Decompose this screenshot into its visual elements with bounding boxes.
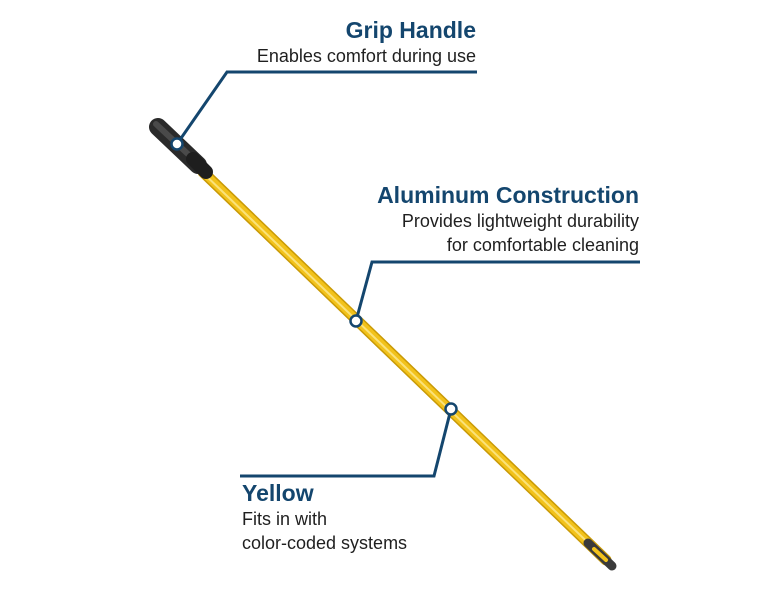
yellow-title: Yellow [242, 480, 314, 506]
grip-marker [170, 137, 184, 151]
aluminum-marker [349, 314, 363, 328]
leader-lines [175, 70, 640, 478]
grip-leader-line [175, 70, 477, 145]
grip-handle-desc-line-1: Enables comfort during use [256, 46, 476, 66]
aluminum-construction-callout: Aluminum Construction Provides lightweig… [377, 181, 639, 257]
yellow-marker [444, 402, 458, 416]
yellow-desc-line-1: Fits in with [242, 509, 328, 529]
aluminum-construction-title: Aluminum Construction [377, 182, 639, 208]
aluminum-leader-line [354, 260, 640, 322]
grip-handle-title: Grip Handle [345, 17, 476, 43]
callout-markers [170, 137, 458, 416]
aluminum-construction-desc-line-2: for comfortable cleaning [446, 235, 639, 255]
grip-handle-callout: Grip Handle Enables comfort during use [257, 16, 476, 68]
aluminum-construction-desc-line-1: Provides lightweight durability [401, 211, 639, 231]
yellow-leader-line [240, 408, 453, 478]
yellow-callout: Yellow Fits in with color-coded systems [242, 479, 407, 555]
yellow-desc-line-2: color-coded systems [242, 533, 408, 553]
pole-tip [583, 538, 617, 571]
aluminum-pole [197, 166, 612, 566]
